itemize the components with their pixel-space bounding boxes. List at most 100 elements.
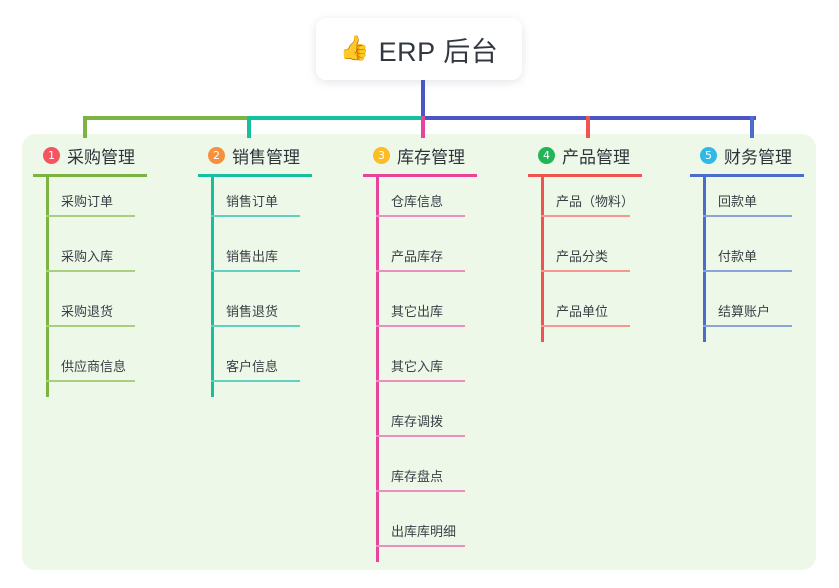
- leaf-item[interactable]: 采购订单: [33, 177, 147, 232]
- branch-column-4: 4 产品管理产品（物料） 产品分类产品单位: [528, 142, 642, 342]
- leaf-underline: [211, 380, 300, 382]
- leaf-label: 客户信息: [226, 359, 279, 374]
- branch-items-1: 采购订单采购入库采购退货供应商信息: [33, 177, 147, 397]
- branch-underline-4: [528, 174, 642, 177]
- root-drop-line: [421, 80, 425, 120]
- leaf-underline: [46, 380, 135, 382]
- leaf-underline: [376, 325, 465, 327]
- leaf-label: 回款单: [718, 194, 758, 209]
- root-label: ERP 后台: [378, 36, 499, 67]
- leaf-underline: [376, 545, 465, 547]
- leaf-item[interactable]: 销售出库: [198, 232, 312, 287]
- leaf-item[interactable]: 库存盘点: [363, 452, 477, 507]
- leaf-underline: [46, 325, 135, 327]
- branch-stub-1: [83, 116, 87, 138]
- branch-items-5: 回款单付款单结算账户: [690, 177, 804, 342]
- leaf-item[interactable]: 产品库存: [363, 232, 477, 287]
- leaf-label: 付款单: [718, 249, 758, 264]
- leaf-label: 采购入库: [61, 249, 114, 264]
- leaf-underline: [376, 435, 465, 437]
- branch-badge-5: 5: [700, 146, 717, 164]
- leaf-label: 其它入库: [391, 359, 444, 374]
- leaf-label: 仓库信息: [391, 194, 444, 209]
- leaf-item[interactable]: 产品单位: [528, 287, 642, 342]
- leaf-item[interactable]: 付款单: [690, 232, 804, 287]
- branch-stub-5: [750, 116, 754, 138]
- leaf-item[interactable]: 供应商信息: [33, 342, 147, 397]
- branch-items-2: 销售订单销售出库销售退货客户信息: [198, 177, 312, 397]
- branch-badge-1: 1: [43, 146, 60, 164]
- branch-title-4: 产品管理: [562, 147, 630, 167]
- leaf-underline: [541, 325, 630, 327]
- leaf-underline: [541, 270, 630, 272]
- leaf-underline: [376, 380, 465, 382]
- branch-stub-4: [586, 116, 590, 138]
- leaf-underline: [703, 325, 792, 327]
- leaf-label: 库存盘点: [391, 469, 444, 484]
- leaf-item[interactable]: 回款单: [690, 177, 804, 232]
- leaf-underline: [211, 270, 300, 272]
- leaf-item[interactable]: 出库库明细: [363, 507, 477, 562]
- leaf-label: 采购退货: [61, 304, 114, 319]
- leaf-underline: [376, 270, 465, 272]
- leaf-item[interactable]: 其它入库: [363, 342, 477, 397]
- branch-stub-3: [421, 116, 425, 138]
- leaf-item[interactable]: 产品（物料）: [528, 177, 642, 232]
- leaf-label: 采购订单: [61, 194, 114, 209]
- branch-trunk-5: [703, 177, 706, 342]
- leaf-item[interactable]: 其它出库: [363, 287, 477, 342]
- leaf-item[interactable]: 采购退货: [33, 287, 147, 342]
- leaf-item[interactable]: 销售退货: [198, 287, 312, 342]
- branch-items-4: 产品（物料） 产品分类产品单位: [528, 177, 642, 342]
- leaf-item[interactable]: 销售订单: [198, 177, 312, 232]
- thumbs-up-icon: 👍: [339, 35, 370, 62]
- leaf-underline: [376, 490, 465, 492]
- branch-badge-3: 3: [373, 146, 390, 164]
- branch-underline-2: [198, 174, 312, 177]
- leaf-label: 库存调拨: [391, 414, 444, 429]
- branch-underline-5: [690, 174, 804, 177]
- leaf-label: 供应商信息: [61, 359, 127, 374]
- branch-trunk-4: [541, 177, 544, 342]
- leaf-item[interactable]: 库存调拨: [363, 397, 477, 452]
- leaf-item[interactable]: 客户信息: [198, 342, 312, 397]
- branch-trunk-2: [211, 177, 214, 397]
- leaf-underline: [211, 215, 300, 217]
- bar-segment-mid: [249, 116, 423, 120]
- leaf-underline: [46, 270, 135, 272]
- branch-title-2: 销售管理: [232, 147, 300, 167]
- leaf-label: 产品（物料）: [556, 194, 635, 209]
- branch-trunk-1: [46, 177, 49, 397]
- leaf-underline: [211, 325, 300, 327]
- branch-header-4[interactable]: 4 产品管理: [528, 142, 642, 168]
- leaf-underline: [541, 215, 630, 217]
- branch-underline-1: [33, 174, 147, 177]
- leaf-label: 产品分类: [556, 249, 609, 264]
- branch-stub-2: [247, 116, 251, 138]
- leaf-underline: [46, 215, 135, 217]
- branch-badge-4: 4: [538, 146, 555, 164]
- leaf-underline: [376, 215, 465, 217]
- leaf-item[interactable]: 仓库信息: [363, 177, 477, 232]
- leaf-item[interactable]: 产品分类: [528, 232, 642, 287]
- leaf-label: 销售出库: [226, 249, 279, 264]
- leaf-label: 产品单位: [556, 304, 609, 319]
- branch-underline-3: [363, 174, 477, 177]
- leaf-item[interactable]: 采购入库: [33, 232, 147, 287]
- leaf-underline: [703, 270, 792, 272]
- leaf-label: 产品库存: [391, 249, 444, 264]
- root-node[interactable]: 👍 ERP 后台: [316, 18, 522, 80]
- leaf-label: 其它出库: [391, 304, 444, 319]
- leaf-label: 结算账户: [718, 304, 771, 319]
- leaf-item[interactable]: 结算账户: [690, 287, 804, 342]
- branch-trunk-3: [376, 177, 379, 562]
